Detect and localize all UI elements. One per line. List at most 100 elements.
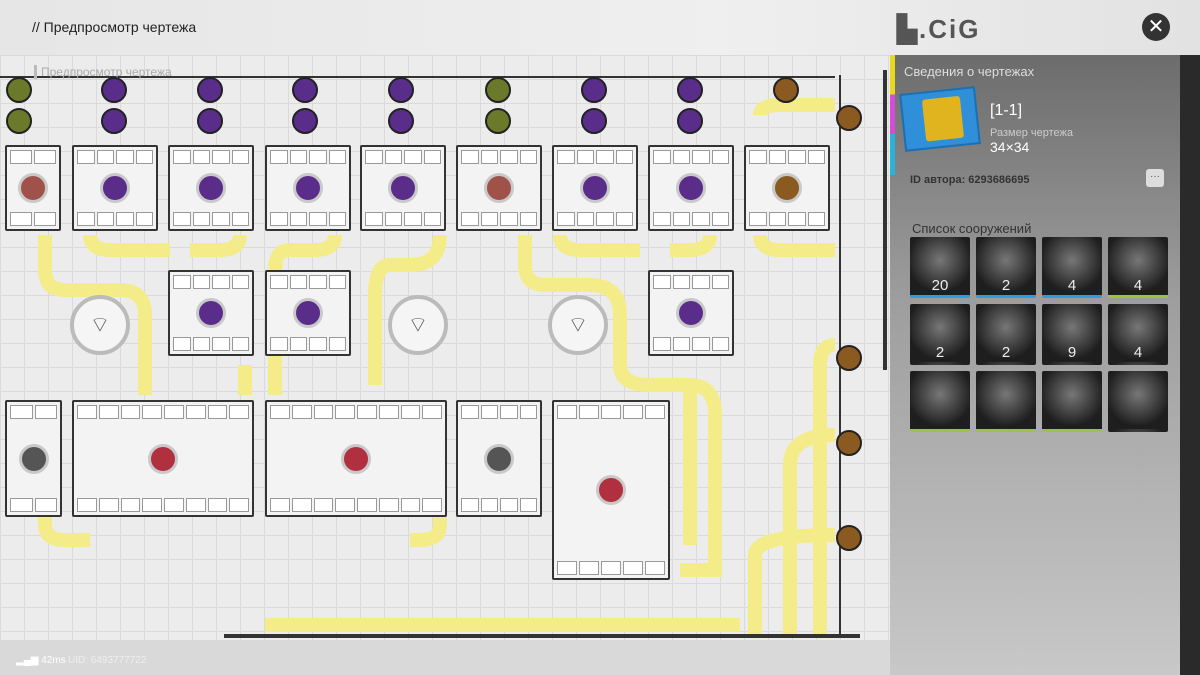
machine [168, 145, 254, 231]
structure-tile[interactable] [1108, 371, 1168, 432]
machine [360, 145, 446, 231]
ore-icon [388, 108, 414, 134]
panel-accent [890, 55, 895, 175]
conveyor-belt [518, 235, 722, 577]
blueprint-canvas[interactable]: Предпросмотр чертежа ⌔ ⌔ ⌔ [0, 55, 890, 640]
conveyor-belt [38, 495, 90, 547]
item-icon [596, 475, 626, 505]
conveyor-belt [748, 528, 836, 635]
structure-count: 4 [1067, 277, 1077, 294]
structure-count: 2 [1001, 344, 1011, 361]
conveyor-belt [190, 234, 247, 257]
item-icon [196, 298, 226, 328]
machine [744, 145, 830, 231]
conveyor-belts [0, 75, 841, 635]
structure-tile[interactable]: 2 [976, 304, 1036, 365]
blueprint-image [899, 86, 981, 152]
item-icon [772, 173, 802, 203]
power-pylon: ⌔ [388, 295, 448, 355]
ore-icon [485, 108, 511, 134]
structure-count: 2 [935, 344, 945, 361]
ore-icon [485, 77, 511, 103]
ore-icon [836, 430, 862, 456]
ore-icon [836, 345, 862, 371]
item-icon [196, 173, 226, 203]
more-button[interactable]: ··· [1146, 169, 1164, 187]
machine [552, 400, 670, 580]
conveyor-belt [268, 234, 342, 395]
machine [5, 400, 62, 517]
info-panel [890, 55, 1180, 675]
item-icon [293, 173, 323, 203]
structure-tile[interactable]: 2 [976, 237, 1036, 298]
structure-count: 4 [1133, 277, 1143, 294]
machine [72, 145, 158, 231]
conveyor-belt [670, 234, 717, 257]
item-icon [293, 298, 323, 328]
ore-icon [292, 77, 318, 103]
ore-icon [836, 525, 862, 551]
close-button[interactable]: ✕ [1142, 13, 1170, 41]
item-icon [676, 298, 706, 328]
structure-count: 20 [931, 277, 949, 294]
horizontal-scrollbar[interactable] [224, 634, 860, 638]
blueprint-name: [1-1] [990, 102, 1023, 119]
item-icon [148, 443, 178, 474]
ore-icon [581, 77, 607, 103]
structure-tile[interactable] [1042, 371, 1102, 432]
structure-tile[interactable]: 9 [1042, 304, 1102, 365]
canvas-label: Предпросмотр чертежа [34, 65, 172, 79]
size-label: Размер чертежа [990, 127, 1073, 139]
right-strip [1180, 55, 1200, 675]
machine [5, 145, 61, 231]
author-id: ID автора: 6293686695 [910, 174, 1030, 186]
item-icon [341, 443, 371, 474]
structures-heading: Список сооружений [912, 221, 1032, 236]
machine [456, 145, 542, 231]
item-icon [388, 173, 418, 203]
top-bar [0, 0, 1200, 55]
ore-icon [773, 77, 799, 103]
structure-count: 2 [1001, 277, 1011, 294]
conveyor-belt [368, 234, 447, 385]
conveyor-belt [38, 235, 152, 395]
ore-icon [836, 105, 862, 131]
structure-tile[interactable]: 4 [1108, 237, 1168, 298]
vertical-scrollbar[interactable] [883, 70, 887, 370]
conveyor-belt [83, 234, 170, 257]
power-pylon: ⌔ [70, 295, 130, 355]
structure-tile[interactable]: 20 [910, 237, 970, 298]
structure-tile[interactable] [976, 371, 1036, 432]
machine [265, 400, 447, 517]
machine [168, 270, 254, 356]
size-value: 34×34 [990, 139, 1030, 155]
item-icon [676, 173, 706, 203]
structure-tile[interactable]: 4 [1108, 304, 1168, 365]
uid-text: UID: 6493777722 [68, 655, 147, 666]
structure-tile[interactable]: 2 [910, 304, 970, 365]
ore-icon [6, 77, 32, 103]
item-icon [18, 443, 49, 474]
structure-tile[interactable] [910, 371, 970, 432]
item-icon [484, 173, 514, 203]
ore-icon [197, 108, 223, 134]
conveyor-belt [753, 234, 835, 257]
power-pylon: ⌔ [548, 295, 608, 355]
machine [265, 145, 351, 231]
structure-tile[interactable]: 4 [1042, 237, 1102, 298]
machine [265, 270, 351, 356]
machine [648, 145, 734, 231]
item-icon [484, 443, 514, 474]
ore-icon [581, 108, 607, 134]
machine [648, 270, 734, 356]
ore-icon [6, 108, 32, 134]
logo: ▙.CiG [897, 14, 981, 44]
ore-icon [197, 77, 223, 103]
ore-icon [292, 108, 318, 134]
page-title: // Предпросмотр чертежа [32, 19, 197, 35]
item-icon [18, 173, 48, 203]
ore-icon [101, 108, 127, 134]
close-icon: ✕ [1147, 16, 1165, 38]
conveyor-belt [410, 495, 447, 547]
